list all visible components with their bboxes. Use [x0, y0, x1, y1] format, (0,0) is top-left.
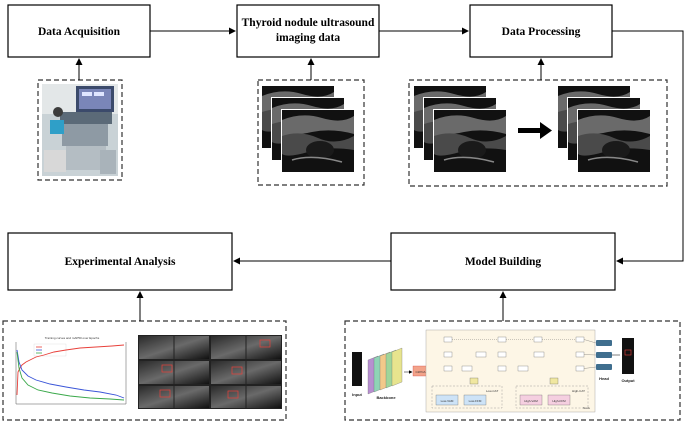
ultrasound-data-box: [236, 4, 380, 58]
backbone-blocks: [367, 347, 403, 395]
map50-curve: [16, 344, 125, 396]
val-loss-curve: [16, 351, 125, 401]
neck-top-row-blocks: [443, 336, 585, 343]
detection-results-grid: [138, 335, 282, 409]
input-label: Input: [352, 392, 362, 397]
model-building-box: [390, 232, 616, 291]
model-architecture-panel: [344, 320, 681, 421]
arrow-processing-to-model: [612, 30, 684, 265]
processing-panel: [408, 79, 668, 187]
output-label: Output: [621, 378, 635, 383]
data-acquisition-box: [7, 4, 151, 58]
head-label: Head: [599, 376, 609, 381]
training-curves-chart: Training curves and mAP50 over Epochs: [8, 333, 134, 411]
ultrasound-data-label-line2: imaging data: [276, 32, 340, 44]
head-blocks: [583, 339, 612, 370]
output-image: [622, 338, 634, 374]
high-vam-block: [519, 394, 543, 406]
neck-middle-blocks: [443, 351, 585, 385]
ultrasound-data-label-line1: Thyroid nodule ultrasound: [242, 17, 375, 29]
train-loss-curve: [16, 349, 125, 399]
high-ffm-block: [547, 394, 571, 406]
model-building-label: Model Building: [465, 256, 542, 268]
chart-title: Training curves and mAP50 over Epochs: [45, 336, 100, 340]
low-cat-label: Low-CAT: [486, 389, 498, 393]
high-ffm-label: High-FFM: [552, 399, 566, 403]
raw-image-stack: [413, 85, 507, 173]
low-vam-label: Low-VAM: [441, 399, 454, 403]
high-cat-region: [515, 385, 589, 409]
backbone-label: Backbone: [376, 395, 396, 400]
ultrasound-machine-photo: [42, 84, 118, 176]
data-processing-box: [469, 4, 613, 58]
low-ffm-label: Low-FFM: [469, 399, 482, 403]
high-vam-label: High-VAM: [524, 399, 538, 403]
low-vam-block: [435, 394, 459, 406]
c2pca-label: C2PCA: [415, 370, 425, 374]
ultrasound-image-stack: [261, 85, 355, 173]
high-cat-label: High-CAT: [572, 389, 585, 393]
data-processing-label: Data Processing: [502, 26, 581, 38]
data-acquisition-label: Data Acquisition: [38, 26, 121, 38]
analysis-panel: [2, 320, 287, 421]
processed-image-stack: [557, 85, 651, 173]
input-image: [352, 352, 362, 386]
model-architecture-diagram: Input Backbone C2PCA Neck: [352, 329, 635, 413]
acquisition-photo-panel: [37, 79, 123, 181]
processing-arrow-icon: [518, 122, 552, 139]
experimental-analysis-box: [7, 232, 233, 291]
low-cat-region: [431, 385, 503, 409]
low-ffm-block: [463, 394, 487, 406]
experimental-analysis-label: Experimental Analysis: [65, 256, 176, 268]
